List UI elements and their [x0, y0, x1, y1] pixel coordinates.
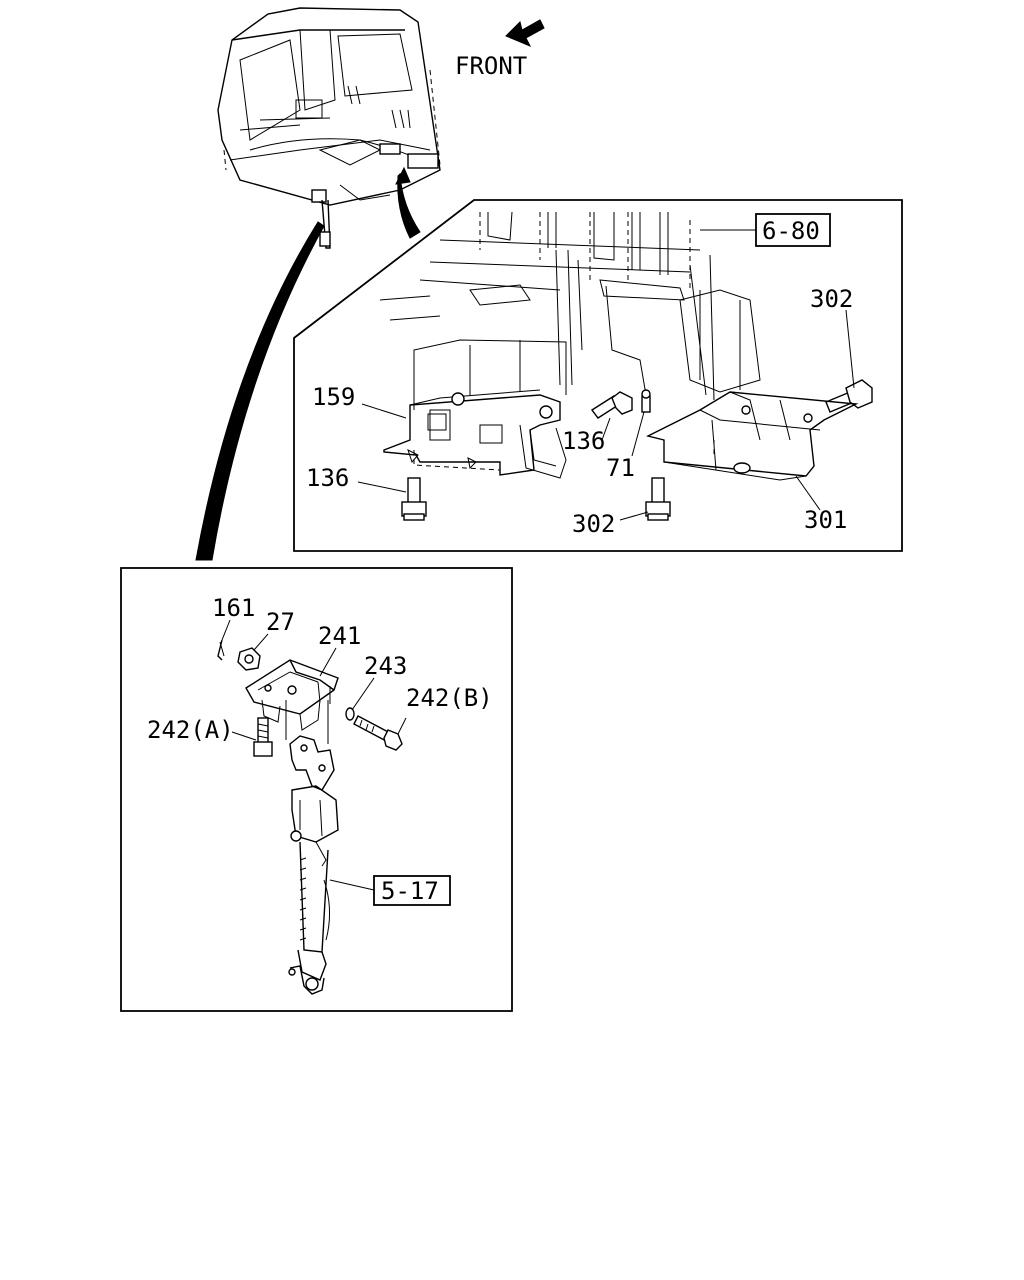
bolt-242a-icon [253, 717, 273, 757]
pointer-arrow-icon [395, 166, 421, 239]
bolt-302-low-icon [645, 477, 671, 521]
part-159-label: 159 [312, 383, 355, 411]
lower-detail-frame [120, 567, 513, 1012]
washer-243-icon [345, 707, 355, 721]
ref-6-80-box [755, 213, 831, 247]
ref-5-17-box [373, 875, 451, 906]
part-302-top-label: 302 [810, 285, 853, 313]
leader-lines-lower [221, 619, 407, 891]
upper-detail-frame [293, 199, 903, 552]
bracket-159 [383, 249, 647, 479]
part-242a-label: 242(A) [147, 716, 234, 744]
bolt-71-icon [641, 389, 651, 413]
cab-overview [217, 7, 441, 249]
bolt-242b-icon [353, 715, 403, 751]
leader-lines-upper [357, 309, 855, 521]
part-71-label: 71 [606, 454, 635, 482]
steering-column [285, 700, 339, 995]
part-301-label: 301 [804, 506, 847, 534]
front-arrow-icon [505, 19, 545, 47]
part-136-low-label: 136 [306, 464, 349, 492]
part-241-label: 241 [318, 622, 361, 650]
part-302-low-label: 302 [572, 510, 615, 538]
frame-rails [379, 211, 761, 401]
part-27-label: 27 [266, 608, 295, 636]
pin-161-icon [217, 639, 225, 661]
part-243-label: 243 [364, 652, 407, 680]
bracket-241 [245, 659, 339, 731]
pointer-arrow-icon [195, 221, 325, 561]
part-242b-label: 242(B) [406, 684, 493, 712]
ref-6-80-label: 6-80 [762, 217, 820, 245]
bolt-136-mid-icon [590, 391, 633, 419]
part-136-mid-label: 136 [562, 427, 605, 455]
part-161-label: 161 [212, 594, 255, 622]
ref-5-17-label: 5-17 [381, 877, 439, 905]
front-label: FRONT [455, 52, 527, 80]
bracket-301 [645, 391, 859, 481]
nut-27-icon [237, 647, 261, 671]
bolt-136-low-icon [401, 477, 427, 521]
